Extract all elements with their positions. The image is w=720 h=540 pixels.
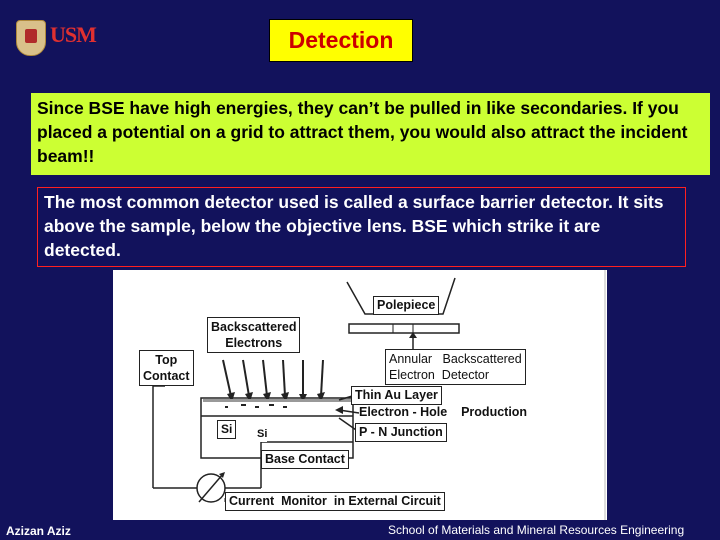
backscattered-electrons-label: Backscattered Electrons (207, 317, 301, 353)
si-text-label: Si (257, 427, 268, 442)
annular-line2: Electron Detector (389, 368, 490, 382)
top-contact-line1: Top (155, 353, 178, 367)
annular-line1: Annular Backscattered (389, 352, 522, 366)
author-name: Azizan Aziz (6, 524, 71, 538)
current-monitor-label: Current Monitor in External Circuit (225, 492, 445, 511)
surface-barrier-detector-diagram: Polepiece Backscattered Electrons Top Co… (113, 270, 607, 520)
top-contact-label: Top Contact (139, 350, 194, 386)
logo-text: USM (50, 22, 97, 47)
slide-title: Detection (269, 19, 413, 62)
electron-hole-label: Electron - Hole Production (359, 405, 528, 420)
detector-description: The most common detector used is called … (37, 187, 686, 267)
university-logo: USM (14, 20, 97, 64)
crest-icon (16, 20, 46, 56)
top-contact-line2: Contact (143, 369, 190, 383)
backscattered-line1: Backscattered (211, 320, 297, 334)
bse-energy-note: Since BSE have high energies, they can’t… (31, 93, 710, 175)
backscattered-line2: Electrons (225, 336, 283, 350)
si-box-label: Si (217, 420, 237, 439)
base-contact-label: Base Contact (261, 450, 349, 469)
polepiece-label: Polepiece (373, 296, 440, 315)
pn-junction-label: P - N Junction (355, 423, 447, 442)
school-name: School of Materials and Mineral Resource… (388, 523, 685, 537)
annular-detector-label: Annular Backscattered Electron Detector (385, 349, 526, 385)
thin-au-layer-label: Thin Au Layer (351, 386, 442, 405)
